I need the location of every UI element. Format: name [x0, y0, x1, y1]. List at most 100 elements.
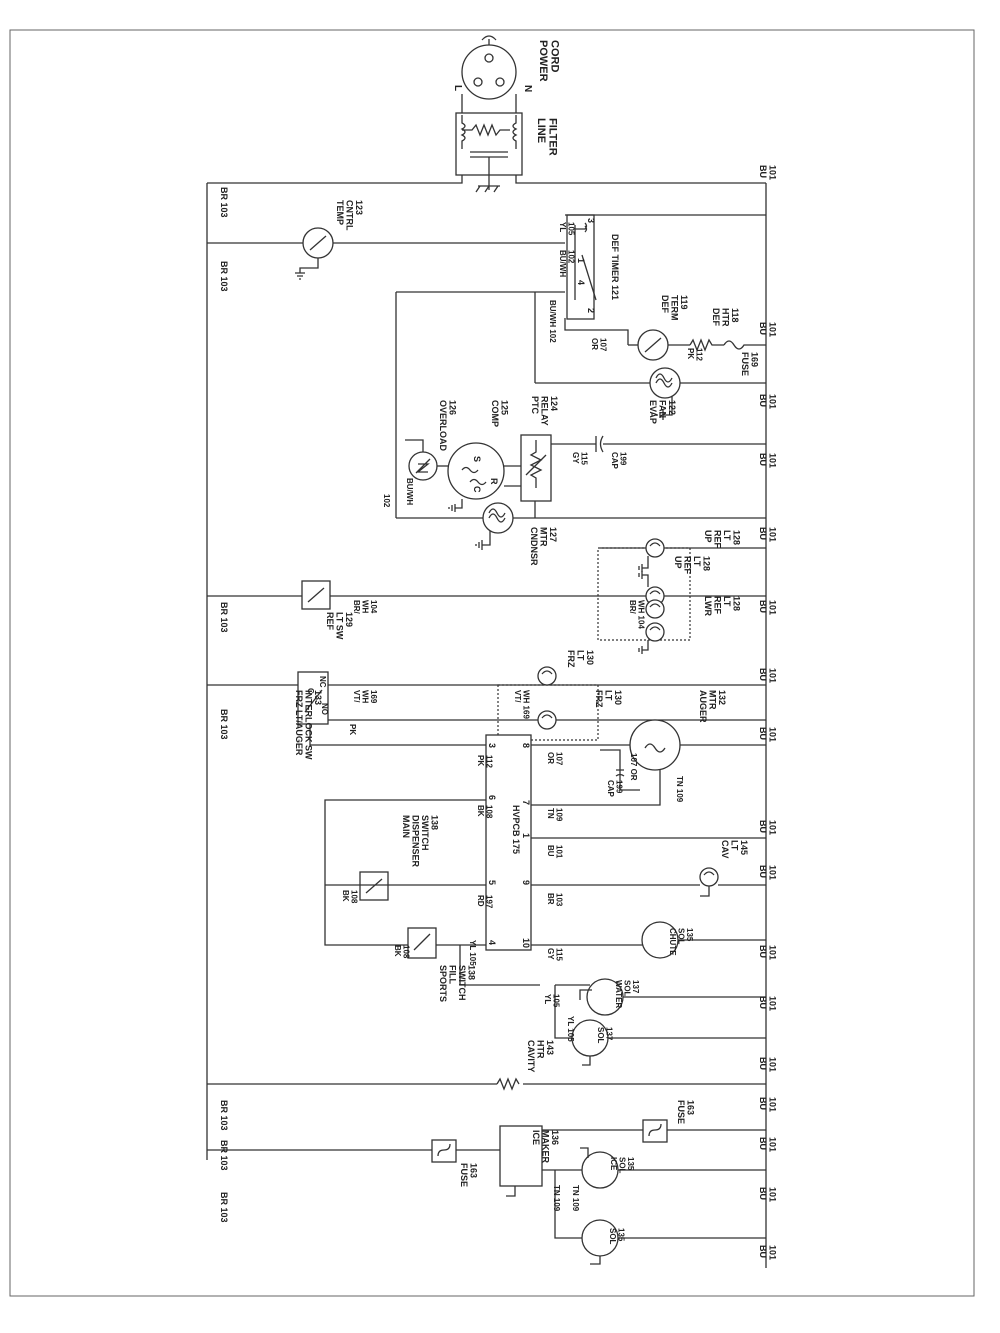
wire-tn109-c-label: TN 109: [571, 1185, 580, 1212]
wire-vtwh169-b-label: VT/WH169: [352, 690, 378, 704]
cavity-htr-label: CAVITYHTR143: [526, 1040, 555, 1072]
fuse169-label: FUSE169: [740, 352, 759, 376]
switch-c-label: C: [306, 688, 315, 694]
bu-rail-label: BU101: [758, 1187, 777, 1202]
cap199-b-label: CAP199: [606, 780, 623, 798]
sports-fill-label: SPORTSFILLSWITCH138: [438, 965, 476, 1002]
overload: [408, 451, 438, 481]
wire-pk112-label: PK112: [686, 348, 703, 361]
labels: POWERCORDNLLINEFILTERBU101BU101BU101BU10…: [219, 40, 777, 1260]
cord-l-label: L: [452, 85, 463, 91]
frz-interlock-switch: [297, 671, 329, 725]
up-ref-light-1: [638, 538, 665, 572]
bu-rail-label: BU101: [758, 527, 777, 542]
cap-199: [595, 435, 604, 453]
cord-n-label: N: [522, 85, 533, 92]
bu-rail-label: BU101: [758, 727, 777, 742]
wire-buwh-comp-label: BU/WH: [405, 478, 414, 505]
wire-brwh104-b-label: BR/WH104: [352, 600, 378, 615]
ice-maker-label: ICEMAKER136: [531, 1130, 560, 1163]
wire-vtwh169-label: VT/WH 169: [513, 690, 530, 719]
switch-no-label: NO: [320, 703, 329, 715]
bu-rail-label: BU101: [758, 322, 777, 337]
pin-rd197-label: RD197: [476, 895, 493, 909]
wire-bk108-label: BK108: [341, 890, 358, 904]
sol137-label: SOL137: [596, 1027, 613, 1044]
condenser-motor: [475, 502, 514, 550]
cav-lt-label: CAVLT145: [720, 840, 749, 858]
wire-yl105-d-label: YL 105: [566, 1016, 575, 1042]
br-rail-label: BR 103: [219, 709, 229, 740]
defrost-terminator: [637, 329, 669, 361]
timer-t1-label: 1: [576, 258, 586, 263]
wire-buwh102-label: BU/WH102: [558, 250, 575, 277]
main-dispenser-switch: [359, 871, 389, 901]
wire-or107-b-label: 107 OR: [629, 753, 638, 781]
hvpcb-pin-label: 6: [487, 795, 497, 800]
bu-rail-label: BU101: [758, 668, 777, 683]
bu-rail-label: BU101: [758, 394, 777, 409]
main-disp-label: MAINDISPENSERSWITCH138: [401, 815, 439, 868]
frz-interlock-label: FRZ LT/AUGERINTERLOCK SW133: [294, 690, 323, 760]
line-filter-label: LINEFILTER: [535, 118, 559, 156]
power-cord: [461, 35, 517, 113]
ref-light-switch: [301, 580, 331, 610]
bu-rail-label: BU101: [758, 1057, 777, 1072]
bu-rail-label: BU101: [758, 1097, 777, 1112]
overload-label: OVERLOAD126: [438, 400, 457, 452]
temp-control: [295, 227, 334, 280]
fuse-163-left: [431, 1139, 457, 1163]
wire-yl105-c-label: YL105: [543, 994, 560, 1008]
switch-nc-label: NC: [318, 676, 327, 688]
cndnsr-mtr-label: CNDNSRMTR127: [529, 527, 558, 566]
br-rail-label: BR 103: [219, 1140, 229, 1171]
power-cord-label: POWERCORD: [537, 40, 561, 82]
wire-yl105-label: YL105: [558, 222, 575, 236]
line-filter: [455, 112, 523, 193]
hvpcb-pin-label: 7: [521, 800, 531, 805]
fuse-163-right: [642, 1119, 668, 1143]
wire-buwh102-b-label: BU/WH 102: [548, 300, 557, 343]
auger-mtr-label: AUGERMTR132: [698, 690, 727, 723]
timer-t2-label: 2: [586, 308, 596, 313]
ptc-relay: [520, 434, 552, 502]
bu-rail-label: BU101: [758, 453, 777, 468]
temp-cntrl-label: TEMPCNTRL123: [335, 200, 364, 231]
evap-fan-motor: [649, 367, 681, 420]
cavity-heater: [496, 1077, 520, 1091]
bu-rail-label: BU101: [758, 865, 777, 880]
defrost-timer: [566, 214, 597, 320]
frz-light-1: [537, 666, 557, 686]
hvpcb-pin-label: 8: [521, 743, 531, 748]
br-rail-label: BR 103: [219, 1192, 229, 1223]
page-border: [9, 29, 975, 1297]
timer-t4-label: 4: [576, 280, 586, 285]
ptc-relay-label: PTCRELAY124: [530, 396, 559, 426]
hvpcb-pin-label: 5: [487, 880, 497, 885]
def-htr-label: DEFHTR118: [711, 308, 740, 327]
pin-pk112-label: PK112: [476, 755, 493, 768]
fuse-169: [723, 340, 766, 350]
evap-fan-label: EVAPFAN122: [648, 400, 677, 424]
bu-rail-label: BU101: [758, 1137, 777, 1152]
lower-ref-light-1: [645, 599, 665, 619]
up-ref-lt-2-label: UPREFLT128: [673, 556, 711, 575]
hvpcb-pin-label: 1: [521, 833, 531, 838]
bu-rail-label: BU101: [758, 165, 777, 180]
hvpcb-pin-label: 10: [521, 938, 531, 948]
bu-rail-label: BU101: [758, 820, 777, 835]
comp-r-label: R: [489, 478, 499, 485]
sol135-label: SOL135: [608, 1228, 625, 1245]
comp-label: COMP125: [490, 400, 509, 427]
frz-lt-1-label: FRZLT130: [566, 650, 595, 668]
pin-or107-label: OR107: [546, 752, 563, 766]
cap199-label: CAP199: [610, 452, 627, 470]
comp-c-label: C: [472, 486, 482, 493]
chute-sol-label: CHUTESOL135: [668, 928, 694, 956]
def-timer-label: DEF TIMER 121: [610, 234, 620, 300]
wire-bk108-b-label: BK108: [393, 945, 410, 959]
bu-rail-label: BU101: [758, 996, 777, 1011]
pin-bu101-label: BU101: [546, 845, 563, 859]
wire-pk112-b-label: PK: [348, 724, 357, 735]
